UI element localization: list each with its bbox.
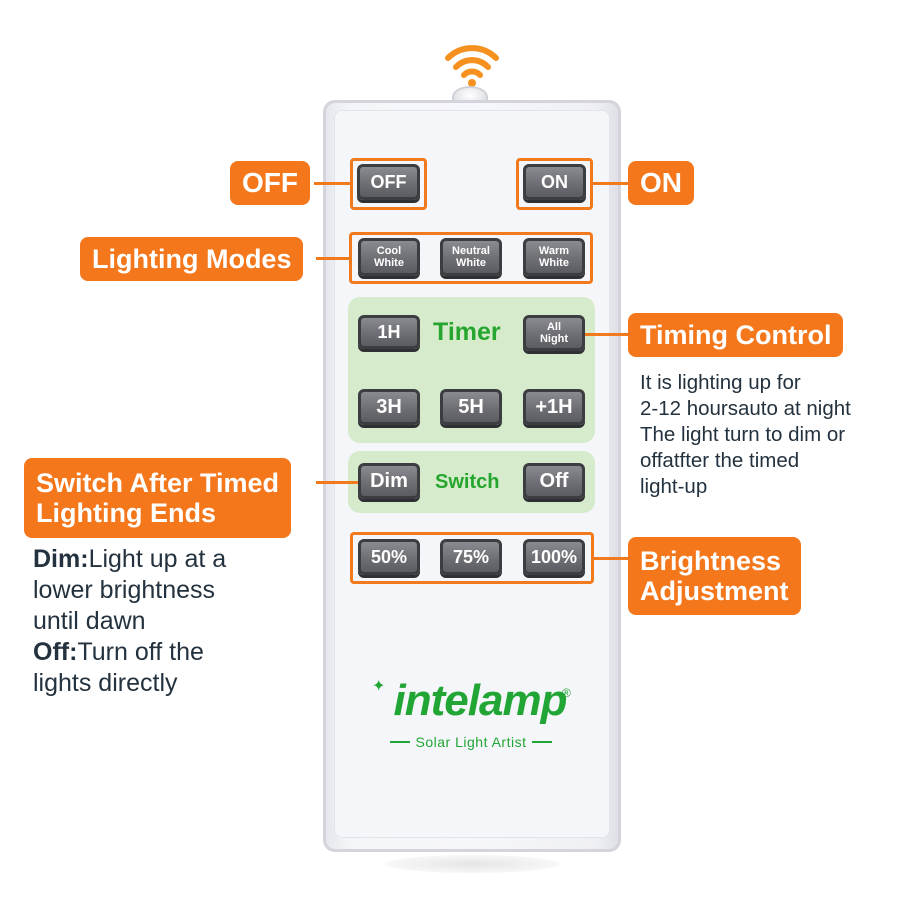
dim-term: Dim [33,545,81,573]
tagline-text: Solar Light Artist [415,734,527,750]
brightness-frame [350,532,594,584]
timer-plus-1h-button[interactable]: +1H [523,389,585,425]
brand-tagline: Solar Light Artist [378,734,564,750]
off-connector [314,182,350,185]
lighting-modes-connector [316,257,349,260]
switch-off-button[interactable]: Off [523,463,585,499]
timing-line-2: 2-12 hoursauto at night [640,397,851,420]
timer-3h-button[interactable]: 3H [358,389,420,425]
timer-label: Timer [433,318,501,346]
timing-control-connector [585,333,628,336]
neutral-white-button[interactable]: Neutral White [440,238,502,276]
on-connector [593,182,628,185]
switch-label: Switch [435,471,500,493]
brand-logo: intelamp [393,676,568,725]
sparkle-icon: ✦ [372,676,386,695]
wifi-signal-icon [445,45,499,87]
dim-text-1: Light up at a [88,545,227,573]
timing-line-5: light-up [640,475,708,498]
brightness-100-button[interactable]: 100% [523,539,585,575]
on-button-frame [516,158,593,210]
brightness-50-button[interactable]: 50% [358,539,420,575]
timing-control-callout: Timing Control [628,313,844,357]
dim-button[interactable]: Dim [358,463,420,499]
switch-after-connector [316,481,358,484]
on-callout: ON [628,161,694,205]
brightness-connector [594,557,628,560]
timing-line-1: It is lighting up for [640,371,801,394]
off-button-frame [350,158,427,210]
timing-description: It is lighting up for 2-12 hoursauto at … [640,370,895,500]
off-text-2: lights directly [33,669,178,697]
off-term: Off [33,638,70,666]
all-night-button[interactable]: All Night [523,315,585,351]
lighting-modes-frame [349,232,593,284]
remote-shadow [385,855,560,873]
switch-after-callout: Switch After Timed Lighting Ends [24,458,292,538]
brightness-75-button[interactable]: 75% [440,539,502,575]
timing-line-3: The light turn to dim or [640,423,846,446]
cool-white-button[interactable]: Cool White [358,238,420,276]
dim-text-2: lower brightness [33,576,216,604]
on-button[interactable]: ON [523,164,586,200]
brightness-callout: Brightness Adjustment [628,537,801,615]
off-callout: OFF [230,161,310,205]
timer-5h-button[interactable]: 5H [440,389,502,425]
switch-description: Dim:Light up at a lower brightness until… [33,544,303,699]
timing-line-4: offatfter the timed [640,449,800,472]
registered-mark: ® [562,686,571,700]
tagline-dash-right [532,741,553,743]
warm-white-button[interactable]: Warm White [523,238,585,276]
tagline-dash-left [389,741,410,743]
dim-text-3: until dawn [33,607,146,635]
off-text-1: Turn off the [77,638,204,666]
off-button[interactable]: OFF [357,164,420,200]
lighting-modes-callout: Lighting Modes [80,237,304,281]
timer-1h-button[interactable]: 1H [358,315,420,349]
